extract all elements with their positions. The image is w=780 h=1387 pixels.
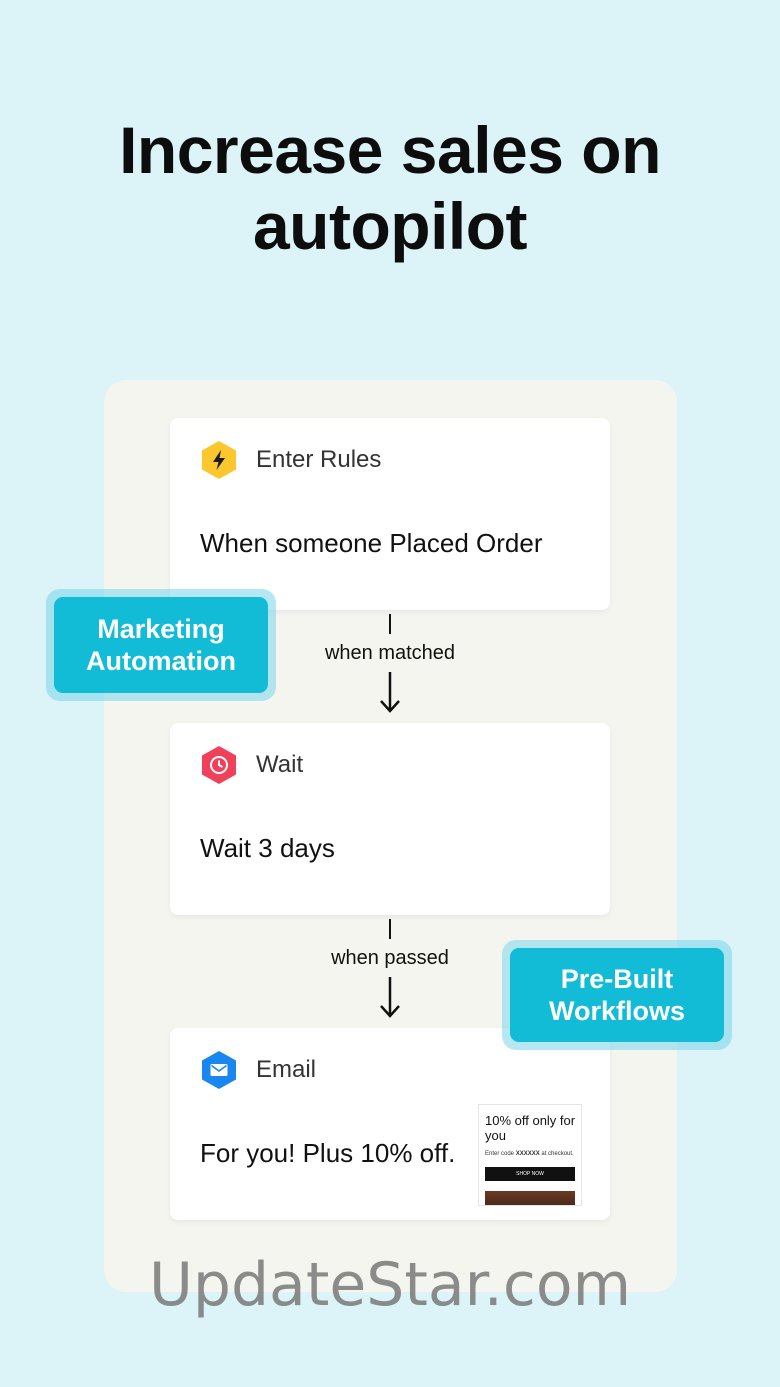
badge-line-1: Marketing	[97, 614, 225, 644]
badge-pre-built-workflows: Pre-Built Workflows	[502, 940, 732, 1050]
lightning-icon	[202, 441, 236, 479]
arrow-down-icon	[380, 672, 400, 713]
watermark-text: UpdateStar.com	[148, 1250, 632, 1320]
step-title: Email	[256, 1056, 317, 1083]
step-header: Email	[200, 1050, 316, 1090]
badge-marketing-automation: Marketing Automation	[46, 589, 276, 701]
connector-label: when passed	[331, 947, 449, 969]
connector-label: when matched	[324, 642, 456, 664]
clock-icon	[202, 746, 236, 784]
headline-line-1: Increase sales on	[119, 113, 661, 187]
email-preview-thumbnail[interactable]: 10% off only for you Enter code XXXXXX a…	[478, 1104, 582, 1206]
step-description: Wait 3 days	[200, 833, 335, 863]
page-headline: Increase sales on autopilot	[0, 112, 780, 264]
connector-when-matched: when matched	[290, 610, 490, 720]
badge-line-2: Automation	[86, 646, 236, 676]
connector-line	[389, 614, 391, 634]
email-preview-image	[485, 1191, 575, 1205]
envelope-icon	[202, 1051, 236, 1089]
email-preview-code-line: Enter code XXXXXX at checkout.	[485, 1151, 574, 1157]
arrow-down-icon	[380, 977, 400, 1018]
step-title: Enter Rules	[256, 446, 382, 473]
badge-line-2: Workflows	[548, 996, 685, 1026]
badge-line-1: Pre-Built	[560, 964, 674, 994]
step-card-enter-rules[interactable]: Enter Rules When someone Placed Order	[170, 418, 610, 610]
email-preview-shop-button: SHOP NOW	[485, 1167, 575, 1181]
connector-line	[389, 919, 391, 939]
headline-line-2: autopilot	[252, 189, 528, 263]
step-header: Enter Rules	[200, 440, 381, 480]
step-header: Wait	[200, 745, 303, 785]
step-card-wait[interactable]: Wait Wait 3 days	[170, 723, 610, 915]
step-title: Wait	[256, 751, 304, 778]
step-description: For you! Plus 10% off.	[200, 1138, 456, 1168]
connector-when-passed: when passed	[290, 915, 490, 1025]
email-preview-title: 10% off only for you	[485, 1113, 576, 1143]
step-description: When someone Placed Order	[200, 528, 543, 558]
